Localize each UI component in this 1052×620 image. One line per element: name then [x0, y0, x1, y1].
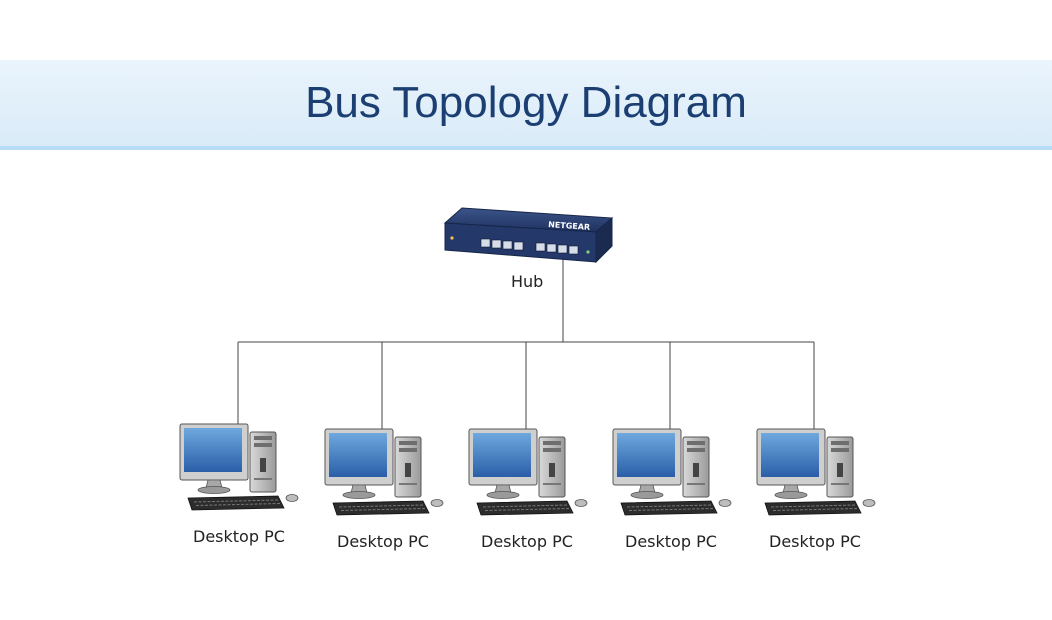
node-label-2: Desktop PC	[337, 532, 429, 551]
node-label-1: Desktop PC	[193, 527, 285, 546]
desktop-pc-icon	[468, 428, 588, 516]
desktop-pc-icon	[612, 428, 732, 516]
hub-label: Hub	[511, 272, 544, 291]
desktop-pc-icon	[179, 423, 299, 511]
page-title: Bus Topology Diagram	[305, 78, 747, 127]
node-label-5: Desktop PC	[769, 532, 861, 551]
desktop-pc-icon	[324, 428, 444, 516]
node-label-3: Desktop PC	[481, 532, 573, 551]
desktop-pc-icon	[756, 428, 876, 516]
hub-icon: NETGEAR	[443, 207, 614, 264]
title-banner: Bus Topology Diagram	[0, 60, 1052, 150]
bus-lines	[237, 255, 815, 432]
node-label-4: Desktop PC	[625, 532, 717, 551]
hub-brand-text: NETGEAR	[548, 220, 591, 232]
